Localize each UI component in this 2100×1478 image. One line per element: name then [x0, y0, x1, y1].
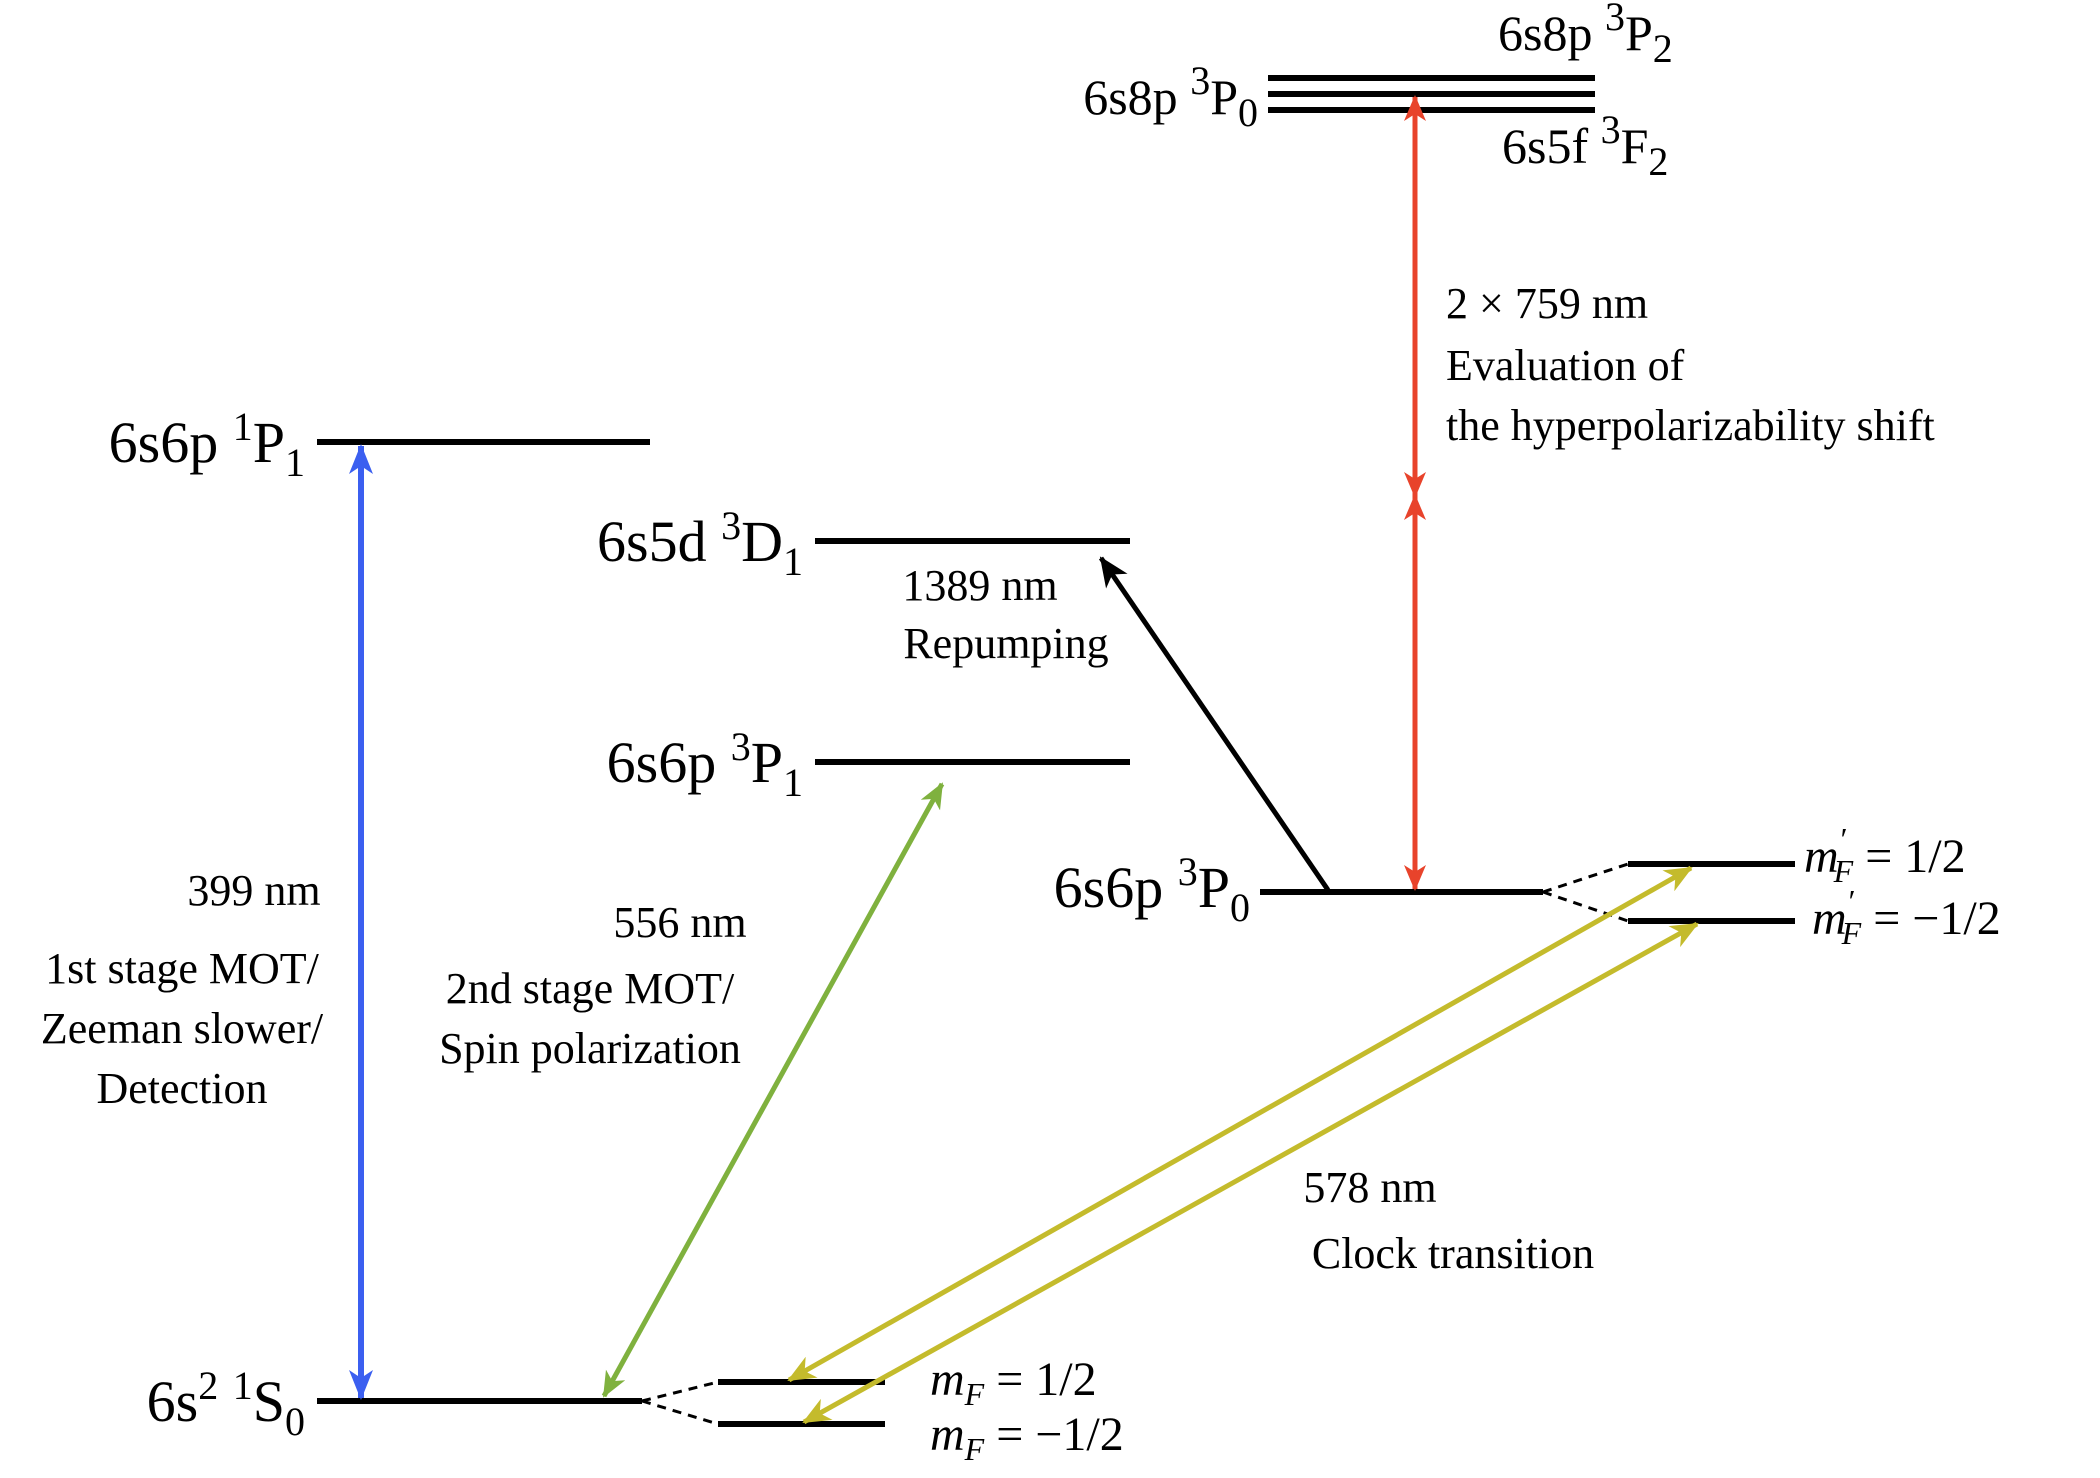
label-399nm-use-3: Detection — [96, 1064, 267, 1113]
label-578nm-use: Clock transition — [1312, 1229, 1594, 1278]
label-6s5f-3f2: 6s5f 3F2 — [1502, 107, 1668, 184]
label-399nm-use-2: Zeeman slower/ — [41, 1004, 324, 1053]
arrow-578nm-upper — [787, 865, 1693, 1383]
label-1389nm-wavelength: 1389 nm — [902, 561, 1057, 610]
label-759nm-use-1: Evaluation of — [1446, 341, 1685, 390]
label-ground-s0: 6s2 1S0 — [147, 1363, 305, 1444]
split-ground-up — [641, 1380, 719, 1403]
label-6s6p-1p1: 6s6p 1P1 — [109, 404, 305, 485]
label-1389nm-use: Repumping — [903, 619, 1108, 668]
label-6s6p-3p0: 6s6p 3P0 — [1054, 849, 1250, 930]
split-excited-up — [1542, 862, 1629, 894]
label-556nm-use-2: Spin polarization — [439, 1024, 741, 1073]
label-399nm-wavelength: 399 nm — [187, 866, 320, 915]
label-mf-ground-up: mF = 1/2 — [930, 1353, 1097, 1412]
label-6s8p-3p0: 6s8p 3P0 — [1083, 58, 1258, 135]
label-6s8p-3p2: 6s8p 3P2 — [1498, 0, 1673, 71]
split-excited-down — [1542, 890, 1629, 923]
label-mf-excited-down: m′F = −1/2 — [1812, 883, 2001, 951]
split-ground-down — [641, 1399, 719, 1426]
label-556nm-wavelength: 556 nm — [613, 898, 746, 947]
arrow-1389nm — [1098, 556, 1331, 892]
arrow-556nm — [601, 782, 945, 1398]
arrow-578nm-lower — [802, 921, 1699, 1425]
label-6s5d-3d1: 6s5d 3D1 — [597, 503, 803, 584]
label-mf-ground-down: mF = −1/2 — [930, 1408, 1124, 1467]
label-556nm-use-1: 2nd stage MOT/ — [446, 964, 735, 1013]
label-759nm-use-2: the hyperpolarizability shift — [1446, 401, 1935, 450]
label-mf-excited-up: m′F = 1/2 — [1804, 821, 1966, 889]
label-399nm-use-1: 1st stage MOT/ — [45, 944, 320, 993]
label-759nm-wavelength: 2 × 759 nm — [1446, 279, 1648, 328]
label-578nm-wavelength: 578 nm — [1303, 1163, 1436, 1212]
label-6s6p-3p1: 6s6p 3P1 — [607, 724, 803, 805]
